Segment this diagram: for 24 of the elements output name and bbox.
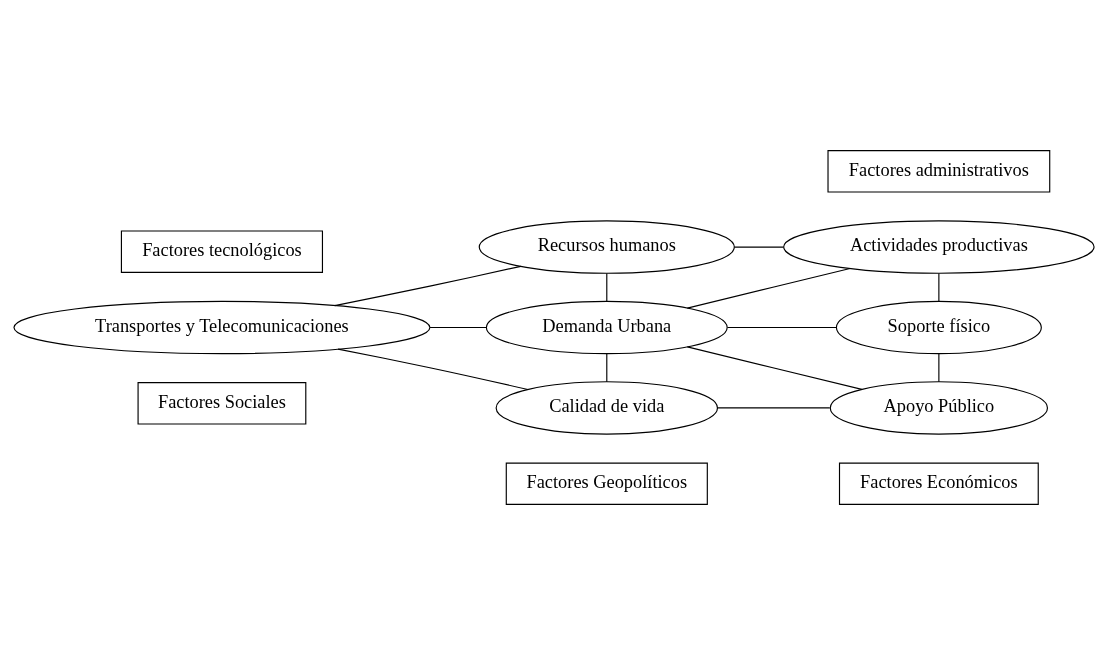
node-box: Factores Geopolíticos	[505, 462, 708, 505]
connector	[726, 326, 837, 329]
node-ellipse: Transportes y Telecomunicaciones	[13, 300, 431, 355]
node-ellipse: Actividades productivas	[783, 220, 1095, 274]
connector	[334, 265, 522, 307]
node-box: Factores Económicos	[838, 462, 1039, 505]
node-ellipse: Apoyo Público	[829, 381, 1048, 435]
connector	[733, 246, 784, 248]
connector	[606, 353, 608, 383]
connector	[686, 267, 851, 309]
node-ellipse: Demanda Urbana	[485, 300, 728, 355]
connector	[337, 348, 529, 391]
node-box: Factores Sociales	[137, 382, 307, 425]
connector	[686, 346, 863, 390]
node-box: Factores tecnológicos	[120, 230, 324, 273]
node-ellipse: Recursos humanos	[478, 220, 735, 274]
connector	[938, 353, 940, 383]
node-ellipse: Calidad de vida	[495, 381, 719, 435]
connector	[716, 407, 831, 409]
node-ellipse: Soporte físico	[835, 300, 1042, 355]
connector	[429, 326, 487, 329]
node-box: Factores administrativos	[827, 150, 1051, 193]
connector	[606, 272, 608, 302]
connector	[938, 272, 940, 302]
